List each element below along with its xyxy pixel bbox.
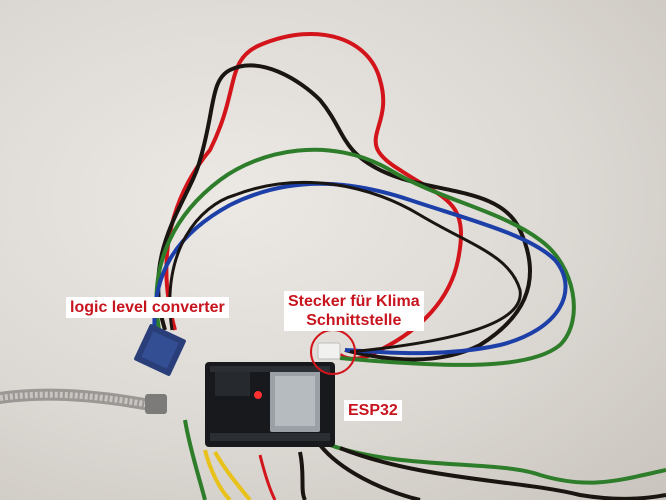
logic-level-converter-board [134,324,186,376]
wire-black [156,63,532,362]
wire-green [154,147,576,367]
esp32-board [205,362,335,447]
wire-blue [152,181,568,356]
label-connector: Stecker für Klima Schnittstelle [284,291,424,331]
label-connector-line1: Stecker für Klima [288,293,420,310]
wire-red [164,31,463,361]
label-connector-line2: Schnittstelle [306,312,402,329]
connector-plug [317,342,341,360]
usb-plug [145,394,167,414]
label-esp32: ESP32 [344,400,402,421]
label-logic-level-converter: logic level converter [66,297,229,318]
